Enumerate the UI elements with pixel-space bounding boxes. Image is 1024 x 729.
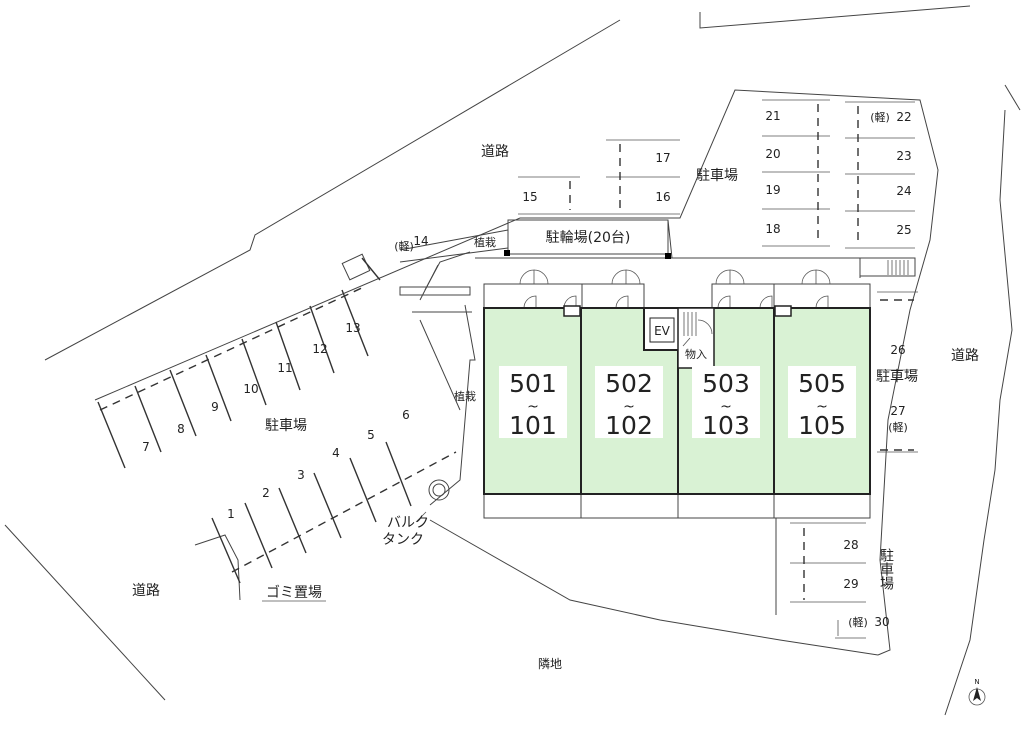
- road-top-label: 道路: [481, 144, 509, 160]
- space-19: 19: [765, 183, 780, 197]
- light-car-30: (軽): [848, 616, 868, 629]
- north-arrow: N: [968, 678, 986, 706]
- unit-3-top: 503: [702, 369, 750, 398]
- apartment-units: 501 ~ 101 502 ~ 102 503 ~ 103 505 ~ 105 …: [483, 305, 871, 495]
- space-20: 20: [765, 147, 780, 161]
- light-car-22: (軽): [870, 111, 890, 124]
- unit-2-top: 502: [605, 369, 653, 398]
- bulk-tank-label-2: タンク: [382, 532, 424, 548]
- space-28: 28: [843, 538, 858, 552]
- site-boundaries: [4, 5, 1021, 716]
- parking-top-right: [762, 99, 915, 249]
- space-7: 7: [142, 440, 150, 454]
- garbage-label: ゴミ置場: [266, 584, 322, 601]
- parking-space-numbers: 1 2 3 4 5 6 7 8 9 10 11 12 13 (軽) 14 15 …: [142, 109, 911, 629]
- space-23: 23: [896, 149, 911, 163]
- space-25: 25: [896, 223, 911, 237]
- parking-left-label: 駐車場: [265, 417, 307, 434]
- space-22: 22: [896, 110, 911, 124]
- bulk-tank: [415, 479, 450, 523]
- space-6: 6: [402, 408, 410, 422]
- light-car-27: (軽): [888, 421, 908, 434]
- north-label: N: [974, 678, 979, 686]
- unit-4-bottom: 105: [798, 411, 846, 440]
- planting-mid-label: 植栽: [454, 389, 476, 403]
- unit-2-wave: ~: [623, 399, 635, 415]
- parking-bottom-right-label: 駐車場: [878, 548, 894, 590]
- unit-2-bottom: 102: [605, 411, 653, 440]
- planting-top-label: 植栽: [474, 235, 496, 249]
- neighbor-label: 隣地: [538, 656, 562, 671]
- unit-3-wave: ~: [720, 399, 732, 415]
- parking-right-column: [877, 291, 918, 453]
- space-27: 27: [890, 404, 905, 418]
- unit-4-wave: ~: [816, 399, 828, 415]
- space-5: 5: [367, 428, 375, 442]
- road-left-label: 道路: [132, 583, 160, 599]
- space-30: 30: [874, 615, 889, 629]
- space-14: 14: [413, 234, 428, 248]
- space-24: 24: [896, 184, 911, 198]
- space-1: 1: [227, 507, 235, 521]
- parking-bottom-right: [790, 522, 866, 639]
- space-2: 2: [262, 486, 270, 500]
- unit-1-bottom: 101: [509, 411, 557, 440]
- north-arrow-icon: [973, 687, 981, 701]
- parking-top-middle: [518, 139, 680, 215]
- space-18: 18: [765, 222, 780, 236]
- parking-right-label: 駐車場: [876, 368, 918, 385]
- parking-top-label: 駐車場: [696, 167, 738, 184]
- bicycle-parking-label: 駐輪場(20台): [546, 229, 631, 246]
- space-17: 17: [655, 151, 670, 165]
- unit-4-top: 505: [798, 369, 846, 398]
- space-13: 13: [345, 321, 360, 335]
- space-8: 8: [177, 422, 185, 436]
- space-9: 9: [211, 400, 219, 414]
- parking-left-angled: [97, 257, 457, 584]
- space-10: 10: [243, 382, 258, 396]
- bulk-tank-label-1: バルク: [387, 515, 429, 531]
- space-3: 3: [297, 468, 305, 482]
- space-12: 12: [312, 342, 327, 356]
- light-car-14: (軽): [394, 240, 414, 253]
- space-4: 4: [332, 446, 340, 460]
- unit-3-bottom: 103: [702, 411, 750, 440]
- space-29: 29: [843, 577, 858, 591]
- doors: [519, 269, 831, 309]
- space-21: 21: [765, 109, 780, 123]
- space-15: 15: [522, 190, 537, 204]
- elevator-label: EV: [654, 324, 671, 338]
- area-labels: 道路 道路 道路 駐車場 駐車場 駐車場 駐車場 駐輪場(20台) 植栽 植栽 …: [132, 144, 979, 671]
- road-right-label: 道路: [951, 348, 979, 364]
- unit-1-top: 501: [509, 369, 557, 398]
- space-26: 26: [890, 343, 905, 357]
- unit-1-wave: ~: [527, 399, 539, 415]
- space-11: 11: [277, 361, 292, 375]
- storage-label: 物入: [685, 347, 707, 361]
- space-16: 16: [655, 190, 670, 204]
